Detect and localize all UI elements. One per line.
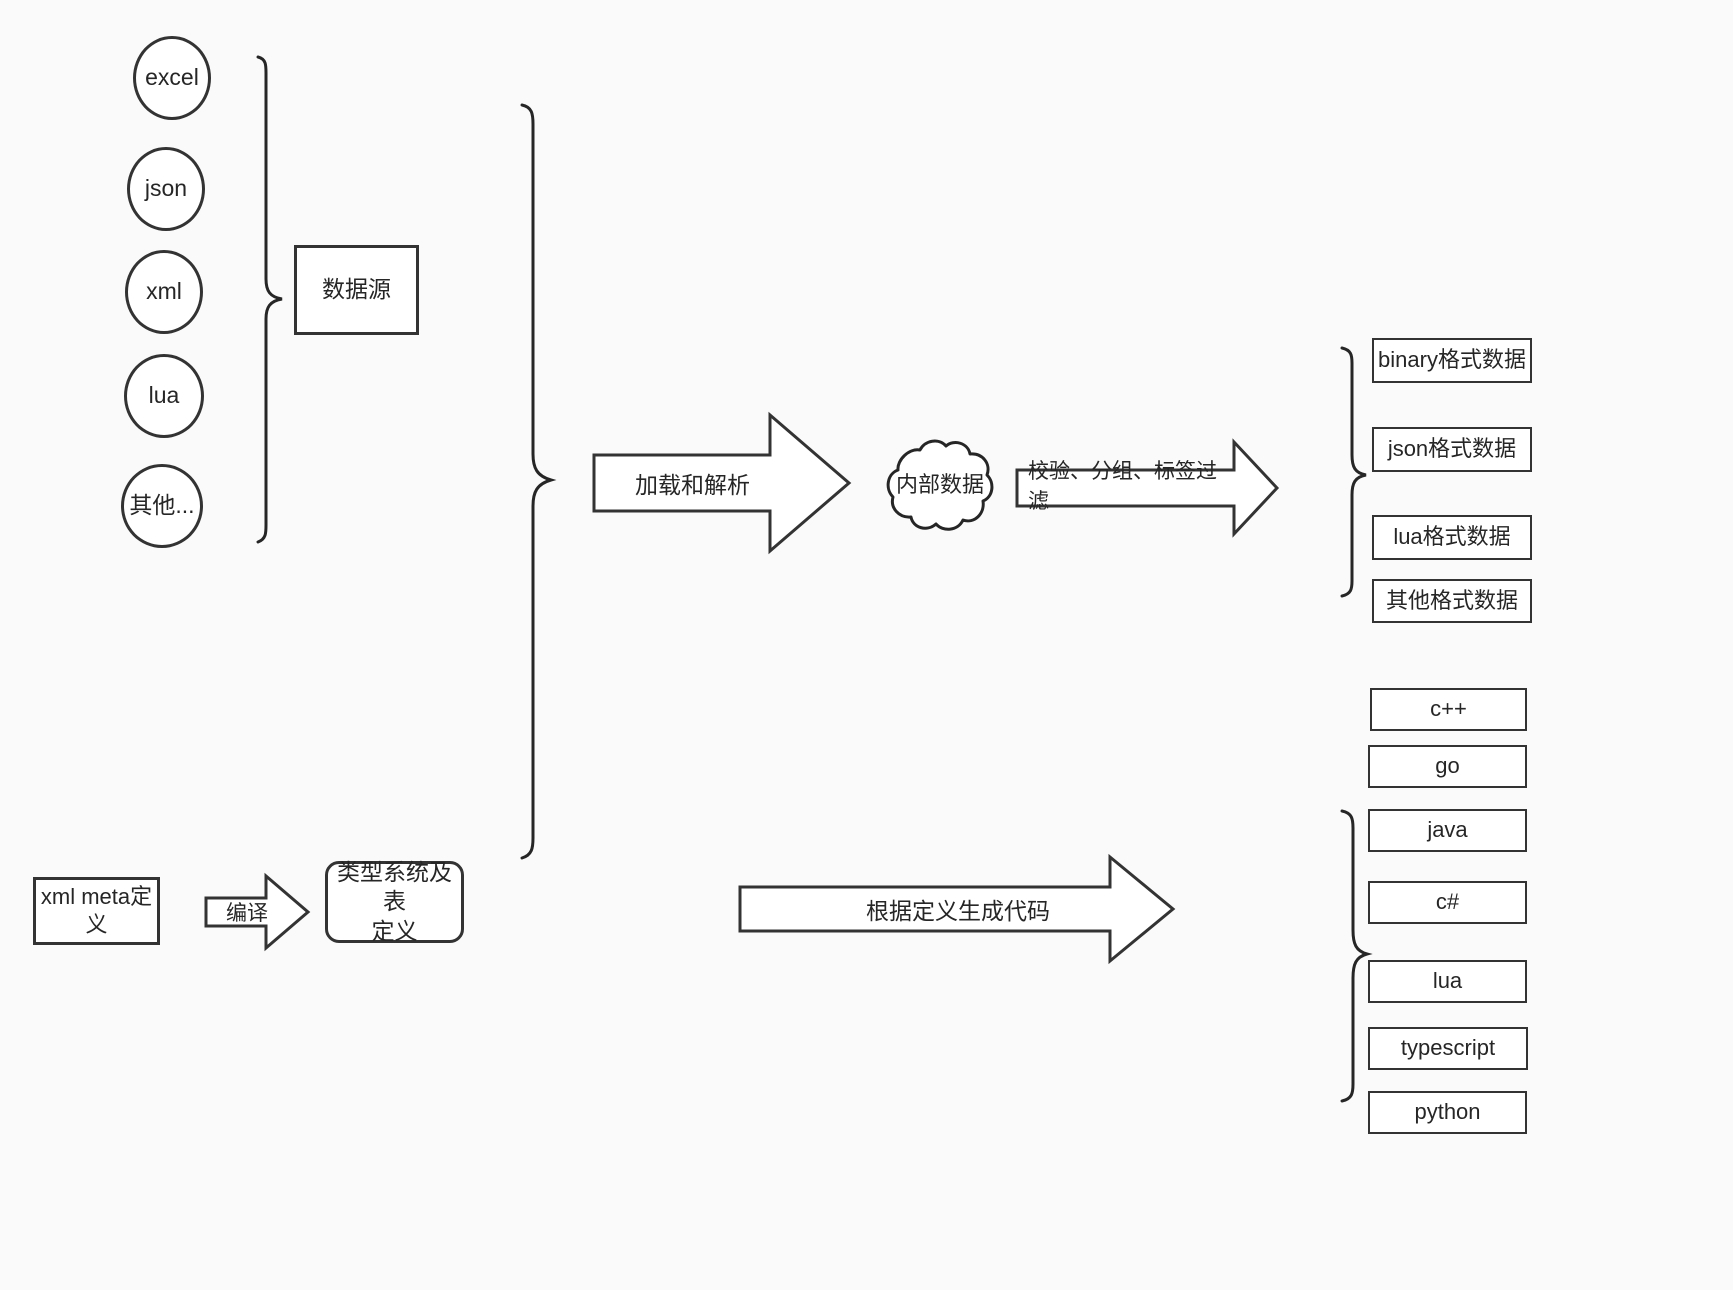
xml-meta-definition-box[interactable]: xml meta定义 (33, 877, 160, 945)
output-format-lua[interactable]: lua格式数据 (1372, 515, 1532, 560)
source-node-excel-label: excel (145, 64, 199, 91)
source-node-xml-label: xml (146, 278, 182, 305)
output-language-typescript-label: typescript (1400, 1035, 1496, 1061)
output-format-other-label: 其他格式数据 (1385, 587, 1518, 613)
codegen-arrow[interactable] (738, 853, 1176, 965)
output-languages-brace (1340, 809, 1373, 1103)
output-format-lua-label: lua格式数据 (1393, 524, 1511, 550)
source-node-other[interactable]: 其他... (121, 464, 203, 548)
source-node-json[interactable]: json (127, 147, 205, 231)
output-language-csharp[interactable]: c# (1368, 881, 1527, 924)
filter-arrow[interactable] (1015, 438, 1280, 538)
load-parse-arrow[interactable] (592, 411, 852, 555)
output-language-cpp[interactable]: c++ (1370, 688, 1527, 731)
output-format-binary[interactable]: binary格式数据 (1372, 338, 1532, 383)
xml-meta-definition-label: xml meta定义 (40, 883, 153, 937)
output-language-csharp-label: c# (1435, 889, 1460, 915)
internal-data-cloud[interactable] (884, 436, 996, 536)
data-source-box[interactable]: 数据源 (294, 245, 419, 335)
output-language-cpp-label: c++ (1430, 696, 1467, 722)
output-language-python[interactable]: python (1368, 1091, 1527, 1134)
compile-arrow[interactable] (204, 872, 311, 952)
sources-group-brace (256, 55, 283, 544)
pipeline-input-brace (520, 103, 557, 860)
source-node-excel[interactable]: excel (133, 36, 211, 120)
source-node-json-label: json (144, 175, 188, 202)
output-format-json[interactable]: json格式数据 (1372, 427, 1532, 472)
source-node-other-label: 其他... (129, 492, 195, 519)
output-language-lua[interactable]: lua (1368, 960, 1527, 1003)
output-language-java[interactable]: java (1368, 809, 1527, 852)
source-node-lua-label: lua (148, 382, 180, 409)
output-format-other[interactable]: 其他格式数据 (1372, 579, 1532, 623)
data-source-box-label: 数据源 (322, 276, 391, 303)
source-node-xml[interactable]: xml (125, 250, 203, 334)
output-language-lua-label: lua (1432, 968, 1463, 994)
output-format-binary-label: binary格式数据 (1378, 347, 1526, 373)
source-node-lua[interactable]: lua (124, 354, 204, 438)
output-language-java-label: java (1427, 817, 1468, 843)
type-system-box[interactable]: 类型系统及表 定义 (325, 858, 464, 944)
output-language-go[interactable]: go (1368, 745, 1527, 788)
output-language-go-label: go (1435, 753, 1460, 779)
output-language-typescript[interactable]: typescript (1368, 1027, 1528, 1070)
type-system-box-label: 类型系统及表 定义 (337, 858, 452, 944)
output-language-python-label: python (1414, 1099, 1481, 1125)
output-format-json-label: json格式数据 (1387, 436, 1517, 462)
output-formats-brace (1340, 346, 1367, 598)
